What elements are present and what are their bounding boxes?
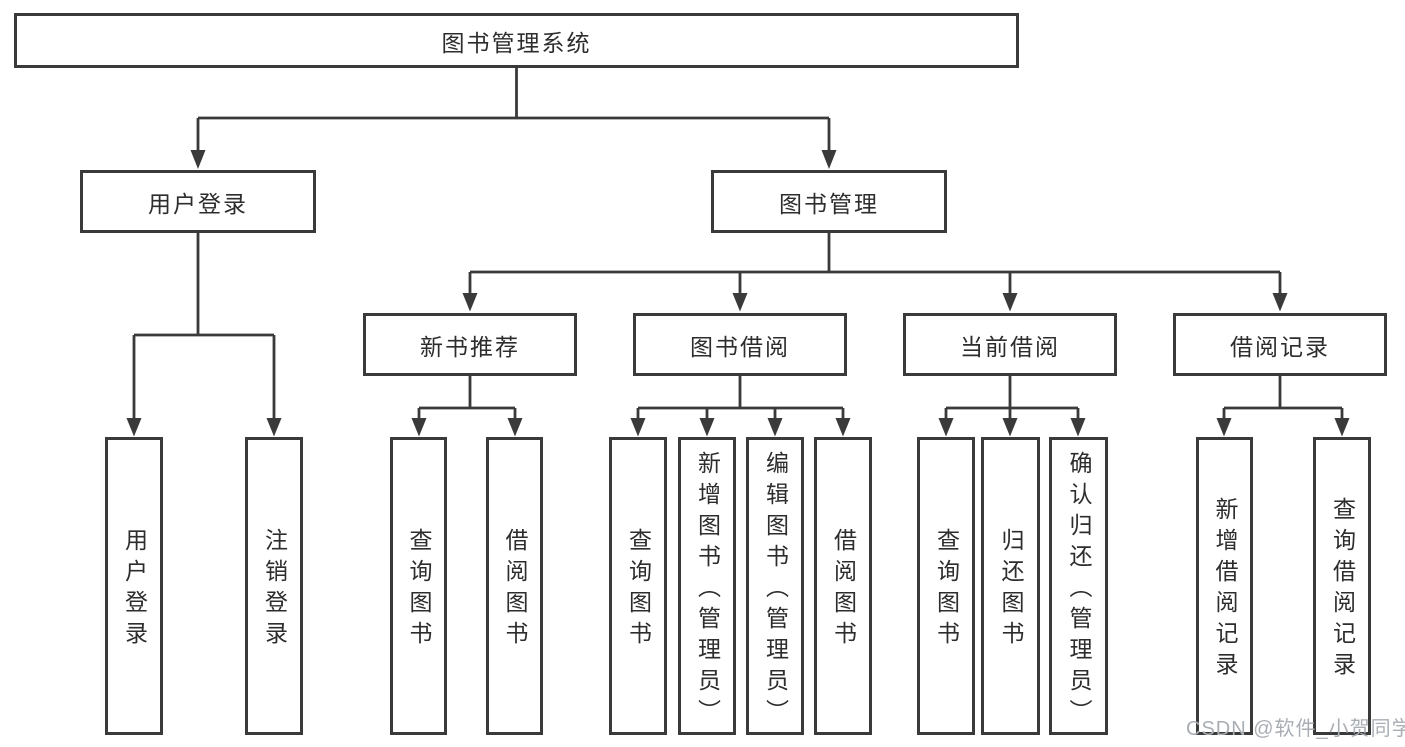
node-label: 查询借阅记录 — [1329, 497, 1356, 683]
node-label: 查询图书 — [406, 528, 432, 652]
node-label: 查询图书 — [933, 528, 960, 652]
node-label: 新增图书（管理员） — [694, 450, 721, 730]
leaf-confirm-return-admin: 确认归还（管理员） — [1049, 437, 1108, 735]
leaf-borrow-books-recommend: 借阅图书 — [486, 437, 543, 735]
node-borrow-records: 借阅记录 — [1173, 313, 1387, 376]
node-user-login: 用户登录 — [80, 170, 316, 233]
node-book-management: 图书管理 — [711, 170, 947, 233]
node-label: 借阅图书 — [830, 528, 857, 652]
arrowheads — [126, 150, 1350, 437]
node-label: 确认归还（管理员） — [1066, 450, 1092, 730]
leaf-user-login: 用户登录 — [105, 437, 163, 735]
node-book-borrow: 图书借阅 — [633, 313, 847, 376]
node-label: 图书管理 — [779, 190, 879, 217]
leaf-query-books-current: 查询图书 — [917, 437, 975, 735]
node-label: 借阅图书 — [502, 528, 528, 652]
node-library-system: 图书管理系统 — [14, 13, 1019, 68]
csdn-watermark: CSDN @软件_小贺同学 — [1186, 718, 1405, 740]
leaf-query-borrow-record: 查询借阅记录 — [1313, 437, 1371, 735]
node-current-borrow: 当前借阅 — [903, 313, 1117, 376]
node-label: 图书借阅 — [690, 333, 790, 360]
node-label: 新增借阅记录 — [1212, 497, 1238, 683]
node-label: 归还图书 — [998, 528, 1024, 652]
node-label: 用户登录 — [121, 528, 148, 652]
node-label: 编辑图书（管理员） — [762, 450, 789, 730]
leaf-add-book-admin: 新增图书（管理员） — [678, 437, 736, 735]
leaf-add-borrow-record: 新增借阅记录 — [1196, 437, 1253, 735]
leaf-query-books-borrow: 查询图书 — [609, 437, 667, 735]
leaf-borrow-books-borrow: 借阅图书 — [814, 437, 872, 735]
node-label: 查询图书 — [625, 528, 652, 652]
node-label: 新书推荐 — [420, 333, 520, 360]
leaf-edit-book-admin: 编辑图书（管理员） — [746, 437, 804, 735]
leaf-logout: 注销登录 — [245, 437, 303, 735]
node-label: 图书管理系统 — [441, 29, 592, 56]
node-new-book-recommend: 新书推荐 — [363, 313, 577, 376]
leaf-return-book: 归还图书 — [981, 437, 1040, 735]
leaf-query-books-recommend: 查询图书 — [390, 437, 447, 735]
node-label: 借阅记录 — [1230, 333, 1330, 360]
node-label: 当前借阅 — [960, 333, 1060, 360]
node-label: 用户登录 — [148, 190, 248, 217]
node-label: 注销登录 — [261, 528, 288, 652]
